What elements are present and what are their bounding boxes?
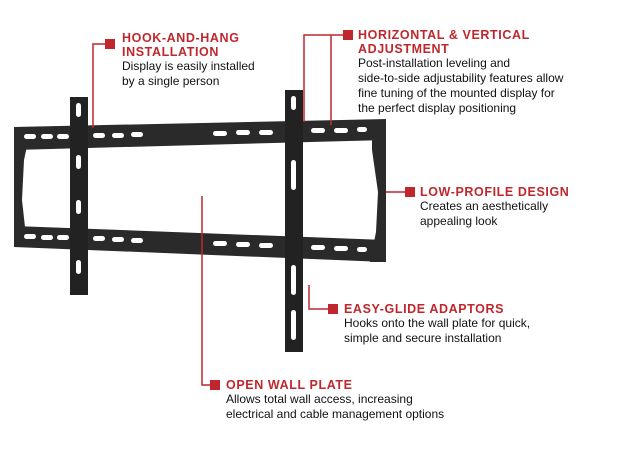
callout-markers: [105, 30, 415, 390]
callout-hook-and-hang: HOOK-AND-HANG INSTALLATION Display is ea…: [122, 31, 255, 89]
callout-description: Creates an aesthetically: [420, 199, 549, 213]
left-adaptor-arm: [70, 97, 88, 295]
callout-title: HOOK-AND-HANG: [122, 31, 240, 45]
callout-open-wall-plate: OPEN WALL PLATE Allows total wall access…: [226, 378, 444, 422]
callout-leader-lines: [92, 34, 405, 386]
rail-slots: [24, 127, 367, 252]
bottom-rail: [14, 226, 386, 262]
callout-description: Display is easily installed: [122, 59, 255, 73]
callout-description: appealing look: [420, 214, 498, 228]
callout-title: EASY-GLIDE ADAPTORS: [344, 302, 505, 316]
right-side-bracket: [370, 128, 386, 262]
callout-low-profile: LOW-PROFILE DESIGN Creates an aesthetica…: [420, 185, 569, 229]
callout-adjustment: HORIZONTAL & VERTICAL ADJUSTMENT Post-in…: [358, 28, 563, 116]
wall-plate: [14, 119, 386, 262]
callout-description: by a single person: [122, 74, 220, 88]
callout-description: electrical and cable management options: [226, 407, 445, 421]
right-adaptor-arm: [285, 90, 303, 352]
callout-title: HORIZONTAL & VERTICAL: [358, 28, 530, 42]
callout-title: LOW-PROFILE DESIGN: [420, 185, 570, 199]
callout-title: ADJUSTMENT: [358, 42, 450, 56]
top-rail: [14, 119, 386, 150]
adaptor-arms: [70, 90, 303, 352]
callout-description: Hooks onto the wall plate for quick,: [344, 316, 531, 330]
callout-title: OPEN WALL PLATE: [226, 378, 353, 392]
callout-description: Post-installation leveling and: [358, 56, 511, 70]
callout-easy-glide: EASY-GLIDE ADAPTORS Hooks onto the wall …: [344, 302, 530, 346]
left-side-bracket: [14, 132, 30, 236]
callout-title: INSTALLATION: [122, 45, 220, 59]
callout-description: Allows total wall access, increasing: [226, 392, 413, 406]
callout-description: the perfect display positioning: [358, 101, 517, 115]
callout-description: fine tuning of the mounted display for: [358, 86, 555, 100]
callout-description: side-to-side adjustability features allo…: [358, 71, 564, 85]
callout-description: simple and secure installation: [344, 331, 502, 345]
